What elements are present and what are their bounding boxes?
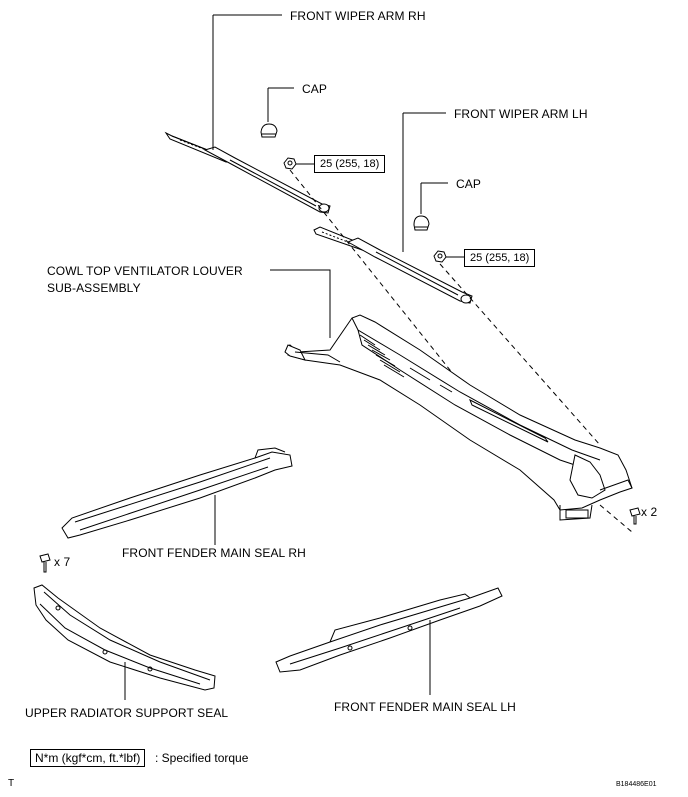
torque-spec-rh: 25 (255, 18) xyxy=(314,155,386,173)
upper-radiator-support-seal xyxy=(33,584,216,700)
label-cap-lh: CAP xyxy=(456,177,481,191)
front-wiper-arm-lh xyxy=(313,112,473,304)
label-cowl-line2: SUB-ASSEMBLY xyxy=(47,281,141,295)
label-qty-clips-seal: x 7 xyxy=(54,555,71,569)
label-qty-clips-cowl: x 2 xyxy=(641,505,658,519)
label-front-wiper-arm-lh: FRONT WIPER ARM LH xyxy=(454,107,588,121)
label-radiator-seal: UPPER RADIATOR SUPPORT SEAL xyxy=(25,706,229,720)
clip-cowl xyxy=(629,507,641,525)
figure-code: B184486E01 xyxy=(616,781,657,788)
label-fender-seal-rh: FRONT FENDER MAIN SEAL RH xyxy=(122,546,306,560)
cowl-top-ventilator-louver xyxy=(270,269,633,521)
label-fender-seal-lh: FRONT FENDER MAIN SEAL LH xyxy=(334,700,516,714)
front-fender-main-seal-lh xyxy=(275,587,503,695)
alignment-lines xyxy=(289,169,633,533)
legend-description: : Specified torque xyxy=(155,751,249,765)
cap-lh xyxy=(413,182,448,231)
legend-unit-box: N*m (kgf*cm, ft.*lbf) xyxy=(30,749,146,767)
label-front-wiper-arm-rh: FRONT WIPER ARM RH xyxy=(290,9,426,23)
cap-rh xyxy=(260,87,294,138)
clip-seal xyxy=(39,553,51,573)
nut-rh xyxy=(283,157,314,170)
nut-lh xyxy=(433,250,464,263)
front-fender-main-seal-rh xyxy=(61,447,293,545)
label-cowl-line1: COWL TOP VENTILATOR LOUVER xyxy=(47,264,243,278)
corner-mark: T xyxy=(8,778,15,789)
front-wiper-arm-rh xyxy=(164,14,331,214)
label-cap-rh: CAP xyxy=(302,82,327,96)
torque-spec-lh: 25 (255, 18) xyxy=(464,249,536,267)
